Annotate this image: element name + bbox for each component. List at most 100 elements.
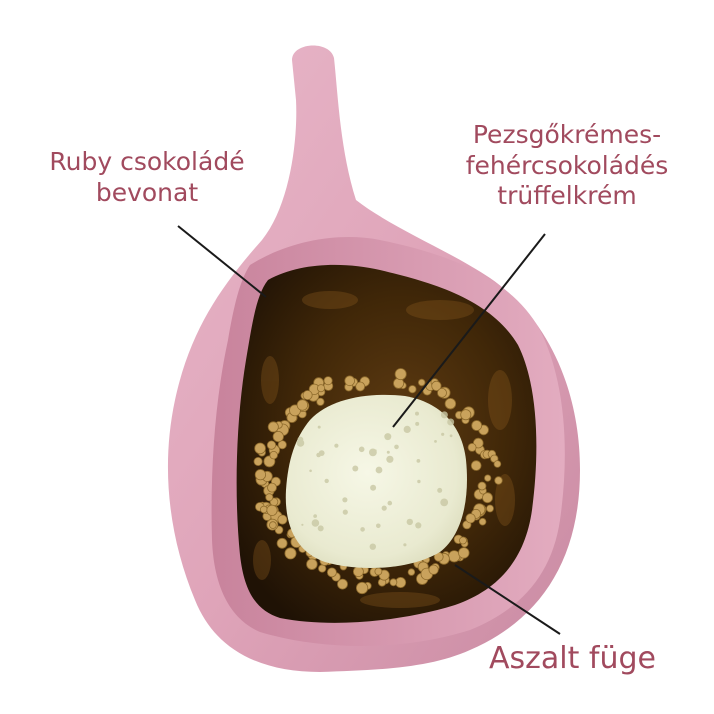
crispy-pearl bbox=[465, 513, 476, 524]
crispy-pearl bbox=[471, 420, 483, 431]
crispy-pearl bbox=[428, 564, 439, 575]
crispy-pearl bbox=[253, 456, 263, 466]
cream-bubble bbox=[415, 522, 422, 529]
cream-bubble bbox=[386, 455, 394, 463]
cream-bubble bbox=[301, 523, 304, 526]
cream-bubble bbox=[352, 465, 359, 472]
crispy-pearl bbox=[355, 581, 369, 595]
fig-texture bbox=[253, 291, 515, 608]
cream-bubble bbox=[376, 523, 381, 529]
cream-bubble bbox=[416, 459, 421, 463]
crispy-pearl bbox=[267, 482, 277, 493]
crispy-pearl bbox=[284, 547, 297, 560]
crispy-pearl bbox=[355, 381, 366, 392]
cream-bubble bbox=[403, 425, 411, 433]
cream-bubble bbox=[369, 543, 376, 550]
cream-bubble bbox=[317, 525, 324, 532]
crispy-pearl bbox=[470, 460, 482, 471]
crispy-pearl bbox=[486, 504, 494, 513]
crispy-pearl bbox=[272, 430, 284, 443]
crispy-pearl bbox=[459, 536, 467, 545]
crispy-pearl bbox=[484, 474, 492, 482]
crispy-pearl bbox=[318, 564, 327, 573]
crispy-pearl bbox=[277, 514, 288, 525]
crispy-pearl bbox=[467, 442, 477, 452]
label-truffle-cream: Pezsgőkrémes- fehércsokoládés trüffelkré… bbox=[432, 120, 702, 212]
cream-bubble bbox=[374, 449, 377, 452]
label-truffle-cream-line-3: trüffelkrém bbox=[497, 181, 637, 210]
crispy-pearl bbox=[277, 440, 287, 450]
crispy-pearl bbox=[259, 505, 268, 514]
crispy-pearl-ring bbox=[253, 368, 503, 595]
label-truffle-cream-line-1: Pezsgőkrémes- bbox=[472, 120, 662, 149]
crispy-pearl bbox=[316, 397, 325, 406]
label-dried-fig: Aszalt füge bbox=[489, 641, 656, 676]
cream-bubble bbox=[437, 487, 443, 493]
leader-line-fig bbox=[454, 564, 561, 635]
crispy-pearl bbox=[296, 399, 309, 411]
crispy-pearl bbox=[407, 568, 416, 576]
cream-bubble bbox=[394, 444, 399, 450]
cream-bubble bbox=[313, 514, 318, 518]
leader-line-truffle bbox=[392, 233, 546, 428]
crispy-pearl bbox=[493, 460, 502, 468]
cream-bubble bbox=[311, 519, 320, 527]
label-ruby-coating: Ruby csokoládé bevonat bbox=[27, 147, 267, 208]
crispy-pearl bbox=[458, 547, 470, 559]
crispy-pearl bbox=[460, 409, 472, 421]
crispy-pearl bbox=[431, 380, 442, 391]
cream-bubble bbox=[334, 443, 339, 448]
cream-bubble bbox=[317, 425, 321, 429]
cream-bubble bbox=[360, 527, 365, 532]
cream-bubble bbox=[387, 500, 393, 506]
crispy-pearl bbox=[482, 492, 493, 504]
cream-bubble bbox=[309, 469, 312, 473]
cream-bubble bbox=[449, 434, 453, 438]
cream-bubble bbox=[342, 509, 348, 515]
crispy-pearl bbox=[389, 578, 398, 587]
cream-bubble bbox=[324, 478, 329, 484]
crispy-pearl bbox=[352, 566, 364, 577]
crispy-pearl bbox=[276, 537, 288, 549]
crispy-pearl bbox=[266, 504, 278, 516]
crispy-pearl bbox=[306, 558, 318, 570]
label-ruby-coating-line-2: bevonat bbox=[95, 177, 199, 207]
crispy-pearl bbox=[266, 440, 277, 450]
cream-bubble bbox=[318, 450, 325, 456]
cream-bubble bbox=[375, 466, 383, 474]
crispy-pearl bbox=[337, 578, 348, 590]
crispy-pearl bbox=[323, 376, 333, 386]
crispy-pearl bbox=[269, 451, 278, 460]
truffle-cream-filling bbox=[285, 394, 467, 568]
crispy-pearl bbox=[418, 378, 426, 387]
cream-bubble bbox=[415, 411, 419, 416]
cream-bubble bbox=[417, 479, 421, 484]
cream-bubble bbox=[440, 498, 449, 507]
crispy-pearl bbox=[408, 385, 417, 394]
label-ruby-coating-line-1: Ruby csokoládé bbox=[49, 147, 245, 176]
leader-line-coating bbox=[177, 225, 267, 298]
cream-bubble bbox=[386, 450, 390, 454]
crispy-pearl bbox=[344, 375, 356, 387]
cream-bubble bbox=[370, 484, 377, 491]
crispy-pearl bbox=[437, 387, 447, 398]
cream-bubble bbox=[447, 418, 455, 426]
cream-bubble bbox=[296, 439, 305, 447]
crispy-pearl bbox=[326, 567, 337, 578]
cream-bubble bbox=[406, 518, 413, 526]
crispy-pearl bbox=[374, 567, 383, 576]
cream-bubble bbox=[384, 433, 392, 441]
crispy-pearl bbox=[394, 368, 407, 381]
cream-bubble bbox=[434, 440, 437, 443]
cream-bubble bbox=[342, 497, 348, 503]
cream-bubble bbox=[415, 421, 420, 426]
crispy-pearl bbox=[254, 469, 266, 481]
crispy-pearl bbox=[316, 384, 325, 393]
cream-bubble bbox=[403, 543, 407, 547]
crispy-pearl bbox=[265, 493, 274, 502]
crispy-pearl bbox=[254, 442, 266, 455]
cream-bubbles bbox=[296, 411, 455, 550]
cream-bubble bbox=[440, 411, 448, 419]
